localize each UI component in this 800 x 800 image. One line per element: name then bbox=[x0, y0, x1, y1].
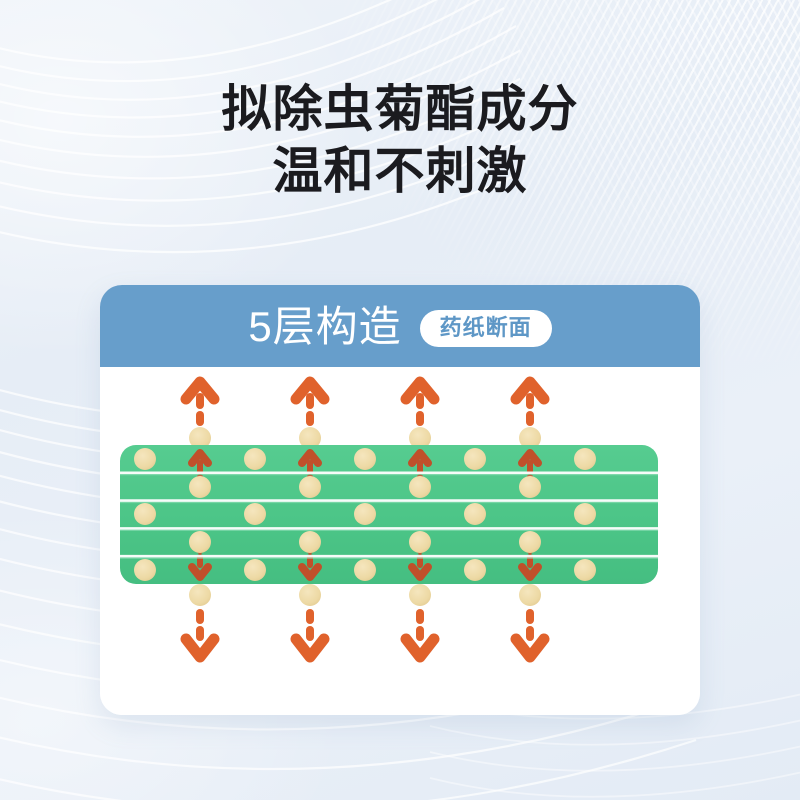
layer-5-particles bbox=[134, 559, 596, 581]
layer-3-particles bbox=[134, 503, 596, 525]
particle-dot bbox=[299, 584, 321, 606]
page-title-line-2: 温和不刺激 bbox=[272, 143, 528, 199]
particle-dot bbox=[189, 427, 211, 449]
upward-flow-group bbox=[180, 376, 550, 449]
card-body bbox=[100, 367, 700, 715]
particle-dot bbox=[189, 584, 211, 606]
particle-dot bbox=[409, 427, 431, 449]
page-title: 拟除虫菊酯成分 温和不刺激 bbox=[0, 78, 800, 202]
particle-dot bbox=[409, 584, 431, 606]
layer-particles bbox=[134, 448, 596, 581]
upward-flow-arrow-1 bbox=[180, 376, 220, 449]
card-title: 5层构造 bbox=[248, 303, 402, 350]
downward-flow-arrow-4 bbox=[510, 584, 550, 663]
layer-1-particles bbox=[134, 448, 596, 470]
downward-flow-group bbox=[180, 584, 550, 663]
downward-flow-arrow-2 bbox=[290, 584, 330, 663]
layer-2-particles bbox=[189, 476, 541, 498]
page-title-line-1: 拟除虫菊酯成分 bbox=[221, 81, 579, 137]
particle-dot bbox=[519, 584, 541, 606]
structure-card: 5层构造 药纸断面 bbox=[100, 285, 700, 715]
status-badge: 药纸断面 bbox=[419, 309, 552, 347]
particle-dot bbox=[299, 427, 321, 449]
particle-dot bbox=[519, 427, 541, 449]
card-header: 5层构造 药纸断面 bbox=[100, 285, 700, 367]
downward-flow-arrow-3 bbox=[400, 584, 440, 663]
layer-separators bbox=[120, 471, 658, 558]
upward-flow-arrow-3 bbox=[400, 376, 440, 449]
upward-flow-arrow-2 bbox=[290, 376, 330, 449]
layer-4-particles bbox=[189, 531, 541, 553]
downward-flow-arrow-1 bbox=[180, 584, 220, 663]
upward-flow-arrow-4 bbox=[510, 376, 550, 449]
five-layer-block bbox=[120, 445, 658, 584]
layer-cross-section-diagram bbox=[120, 376, 658, 663]
